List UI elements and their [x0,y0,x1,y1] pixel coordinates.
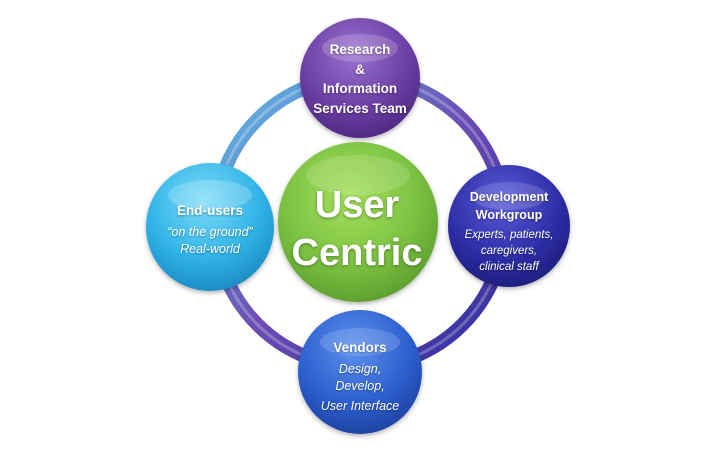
center-label: User Centric [282,182,432,277]
endusers-title: End-users [176,203,244,218]
vendors-node: Vendors Design, Develop, User Interface [300,338,420,415]
vendors-node-circle [298,310,422,434]
endusers-node: End-users “on the ground” Real-world [148,201,272,259]
development-sub-line1: Experts, patients, [464,229,554,242]
center-circle [278,142,438,302]
center-label-line2: Centric [291,231,423,274]
research-title-line1: Research [329,42,391,57]
research-title-line2: & [355,61,365,77]
vendors-sub-line3: User Interface [320,398,400,413]
research-title-line4: Services Team [313,100,407,116]
development-node-circle [448,165,570,287]
research-title-line3: Information [322,81,398,97]
development-title-line2: Workgroup [475,208,543,223]
endusers-sub-line1: “on the ground” [167,224,253,239]
development-node: Development Workgroup Experts, patients,… [449,188,569,276]
endusers-node-circle [146,163,274,291]
vendors-title: Vendors [333,340,387,355]
development-sub-line3: clinical staff [479,261,539,274]
vendors-sub-line2: Develop, [335,379,385,394]
research-node: Research & Information Services Team [300,40,420,118]
development-title-line1: Development [469,190,549,204]
vendors-sub-line1: Design, [338,361,382,376]
development-sub-line2: caregivers, [480,245,538,258]
center-label-line1: User [314,184,400,226]
research-node-circle [300,18,420,138]
endusers-sub-line2: Real-world [180,242,240,257]
